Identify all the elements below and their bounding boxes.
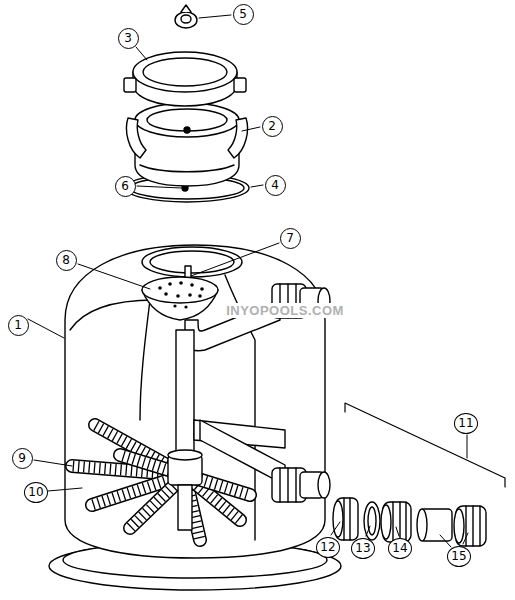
callout-circle: 13 xyxy=(351,538,375,559)
diffuser-holes xyxy=(158,281,204,308)
diffuser-top xyxy=(142,277,218,303)
watermark: INYOPOOLS.COM xyxy=(224,303,346,318)
callout-number: 12 xyxy=(320,541,335,553)
callout-number: 14 xyxy=(392,542,407,554)
callout-circle: 5 xyxy=(233,4,254,25)
callout-number: 11 xyxy=(458,417,473,429)
callout-number: 6 xyxy=(121,180,129,192)
lid-top xyxy=(135,103,239,137)
air-relief-knob xyxy=(175,12,197,28)
cutaway-edge xyxy=(140,300,150,420)
callout-circle: 4 xyxy=(265,175,286,196)
union-tail xyxy=(333,498,358,540)
union-sleeve xyxy=(417,509,452,541)
callout-number: 13 xyxy=(355,542,370,554)
lid-hole xyxy=(184,127,190,133)
callout-number: 4 xyxy=(271,179,279,191)
laterals xyxy=(72,425,250,540)
union-end-nut xyxy=(454,506,486,546)
clamp-ring-top xyxy=(133,52,237,92)
tank-shoulder xyxy=(70,300,155,330)
callout-circle: 12 xyxy=(316,537,340,558)
callout-circle: 6 xyxy=(115,176,136,197)
callout-circle: 9 xyxy=(12,448,33,469)
callout-circle: 7 xyxy=(280,228,301,249)
group-bracket xyxy=(345,403,505,487)
callout-number: 15 xyxy=(451,550,466,562)
leader-lines xyxy=(28,15,468,547)
callout-circle: 14 xyxy=(388,538,412,559)
callout-number: 5 xyxy=(239,8,247,20)
callout-circle: 11 xyxy=(454,413,478,434)
callout-number: 1 xyxy=(14,319,22,331)
callout-circle: 10 xyxy=(24,482,48,503)
clamp-handle xyxy=(234,78,246,92)
callout-circle: 1 xyxy=(8,315,29,336)
callout-circle: 8 xyxy=(56,250,77,271)
air-relief-tip xyxy=(181,5,191,12)
callout-circle: 15 xyxy=(447,546,471,567)
clamp-handle xyxy=(124,78,136,92)
watermark-text: INYOPOOLS.COM xyxy=(226,303,344,318)
callout-number: 10 xyxy=(28,486,43,498)
union-o-ring xyxy=(364,502,380,540)
callout-circle: 3 xyxy=(118,28,139,49)
callout-number: 2 xyxy=(268,120,276,132)
air-relief-knob-top xyxy=(181,15,191,23)
callout-circle: 2 xyxy=(262,116,283,137)
lid-tab xyxy=(228,118,248,158)
tank-neck xyxy=(150,251,234,273)
lid-band xyxy=(140,165,234,172)
callout-number: 7 xyxy=(286,232,294,244)
hub-top xyxy=(168,450,202,460)
callout-number: 8 xyxy=(62,254,70,266)
lid-tab xyxy=(127,118,147,158)
central-pipe xyxy=(176,330,194,460)
tank-body xyxy=(65,245,325,558)
lower-port xyxy=(272,468,330,502)
callout-number: 9 xyxy=(18,452,26,464)
clamp-ring-inner xyxy=(143,58,227,86)
union-nut xyxy=(381,502,411,542)
hub-drain xyxy=(178,485,192,530)
callout-number: 3 xyxy=(124,32,132,44)
